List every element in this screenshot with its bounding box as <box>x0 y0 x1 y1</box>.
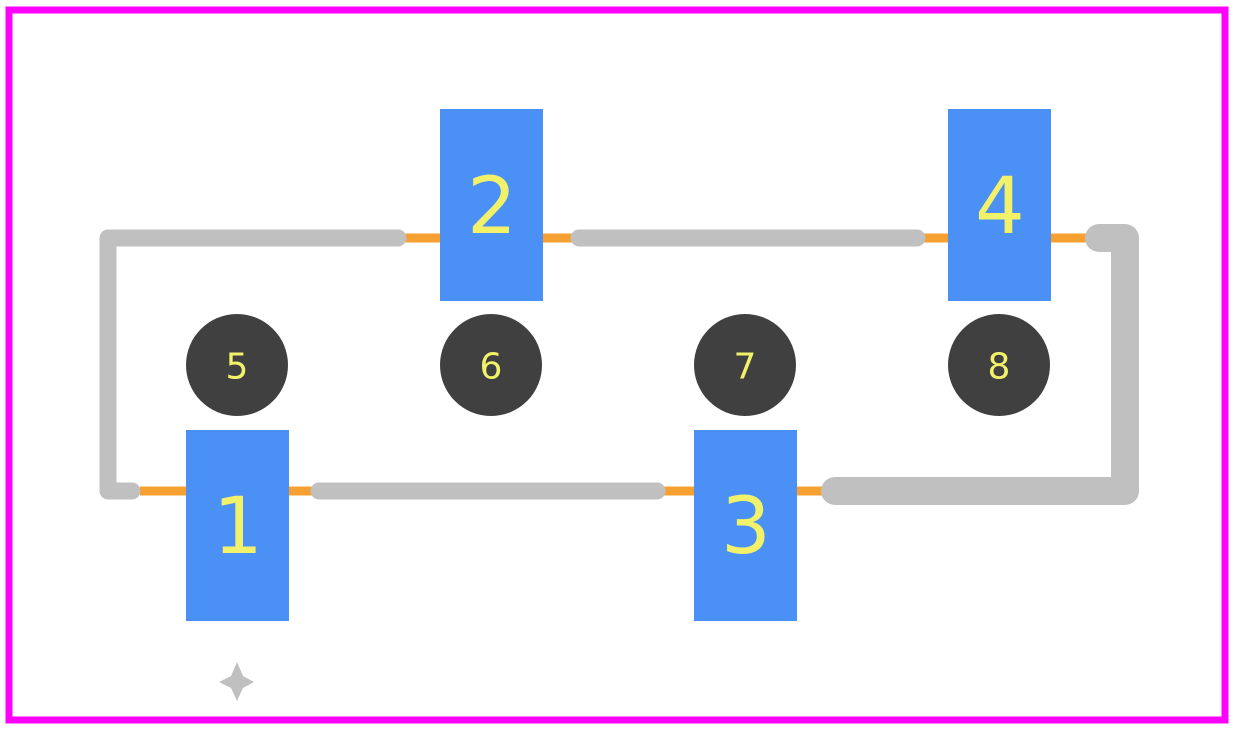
through-hole-pad-7-body <box>694 314 796 416</box>
through-hole-pad-6-label: 6 <box>480 347 503 388</box>
smd-pad-3-body <box>694 430 797 621</box>
through-hole-pad-5-label: 5 <box>226 347 249 388</box>
trace <box>821 224 1139 505</box>
smd-pad-1-label: 1 <box>213 482 263 572</box>
traces <box>99 224 1139 505</box>
smd-pad-3-label: 3 <box>721 482 771 572</box>
smd-pad-1-body <box>186 430 289 621</box>
smd-pad-4[interactable]: 4 <box>948 109 1051 301</box>
through-hole-pad-6-body <box>440 314 542 416</box>
smd-pad-2[interactable]: 2 <box>440 109 543 301</box>
through-hole-pad-7[interactable]: 7 <box>694 314 796 416</box>
trace <box>99 229 407 500</box>
smd-pad-4-label: 4 <box>975 162 1025 252</box>
smd-pad-2-body <box>440 109 543 301</box>
smd-pad-2-label: 2 <box>467 162 517 252</box>
through-hole-pad-7-label: 7 <box>734 347 757 388</box>
through-hole-pad-5-body <box>186 314 288 416</box>
through-hole-pad-8[interactable]: 8 <box>948 314 1050 416</box>
smd-pad-1[interactable]: 1 <box>186 430 289 621</box>
through-hole-pad-8-body <box>948 314 1050 416</box>
through-hole-pad-6[interactable]: 6 <box>440 314 542 416</box>
smd-pad-4-body <box>948 109 1051 301</box>
through-hole-pad-8-label: 8 <box>988 347 1011 388</box>
origin-marker-icon <box>219 662 254 701</box>
board-outline <box>5 6 1229 724</box>
through-hole-pad-5[interactable]: 5 <box>186 314 288 416</box>
smd-pad-3[interactable]: 3 <box>694 430 797 621</box>
